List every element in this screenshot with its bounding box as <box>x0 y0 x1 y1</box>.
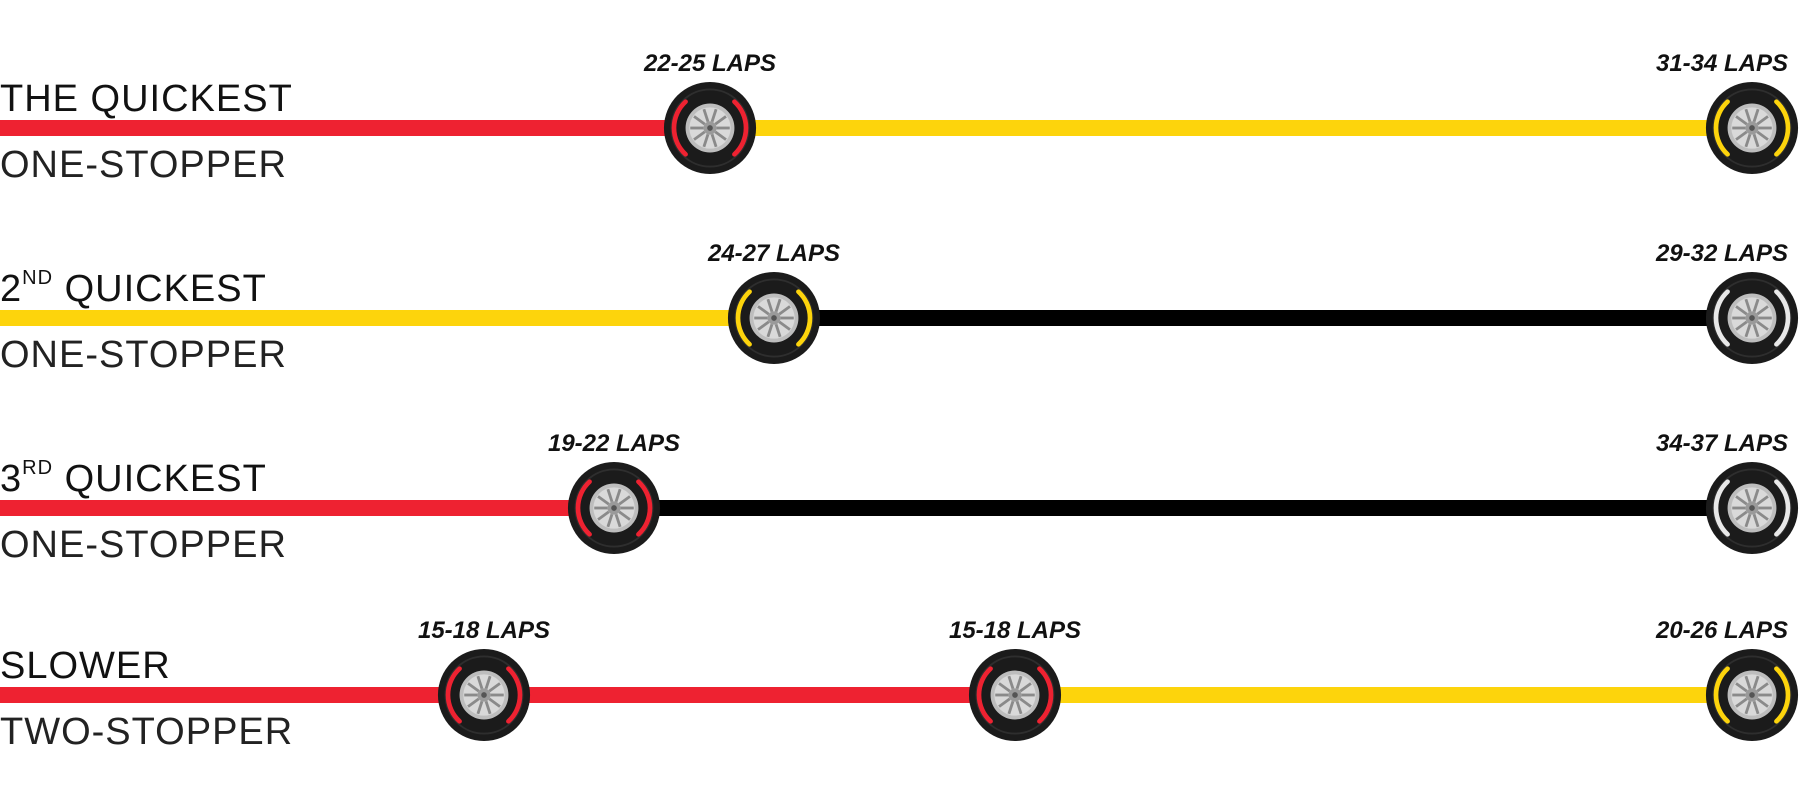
stint-bar-soft <box>0 120 710 136</box>
tyre-soft-icon <box>567 461 661 555</box>
stint-laps-label: 20-26 LAPS <box>1655 617 1789 644</box>
strategy-title: 3RD QUICKEST <box>0 457 267 500</box>
stint-bar-hard <box>614 500 1752 516</box>
stint-bar-soft <box>484 687 1015 703</box>
strategy-subtitle: ONE-STOPPER <box>0 334 287 376</box>
stint-laps-label: 22-25 LAPS <box>643 50 777 77</box>
stint-laps-label: 29-32 LAPS <box>1655 240 1789 267</box>
strategy-subtitle: TWO-STOPPER <box>0 711 294 753</box>
stint-bar-soft <box>0 500 614 516</box>
strategy-row: SLOWER TWO-STOPPER 15-18 LAPS 15-18 LAPS 20-… <box>0 607 1800 777</box>
stint-laps-label: 24-27 LAPS <box>707 240 841 267</box>
strategy-row: THE QUICKEST ONE-STOPPER 22-25 LAPS 31-34 L… <box>0 40 1800 210</box>
stint-laps-label: 19-22 LAPS <box>547 430 681 457</box>
tyre-soft-icon <box>437 648 531 742</box>
tyre-soft-icon <box>663 81 757 175</box>
tyre-soft-icon <box>968 648 1062 742</box>
stint-laps-label: 15-18 LAPS <box>948 617 1082 644</box>
strategy-title: 2ND QUICKEST <box>0 267 267 310</box>
stint-bar-soft <box>0 687 484 703</box>
stint-laps-label: 15-18 LAPS <box>417 617 551 644</box>
tyre-medium-icon <box>727 271 821 365</box>
stint-laps-label: 34-37 LAPS <box>1655 430 1789 457</box>
strategy-subtitle: ONE-STOPPER <box>0 144 287 186</box>
stint-bar-hard <box>774 310 1752 326</box>
stint-bar-medium <box>1015 687 1752 703</box>
strategy-subtitle: ONE-STOPPER <box>0 524 287 566</box>
strategy-title: THE QUICKEST <box>0 78 293 120</box>
strategy-row: 2ND QUICKEST ONE-STOPPER 24-27 LAPS 29-32 L… <box>0 230 1800 400</box>
strategy-row: 3RD QUICKEST ONE-STOPPER 19-22 LAPS 34-37 L… <box>0 420 1800 590</box>
tyre-hard-icon <box>1705 271 1799 365</box>
stint-laps-label: 31-34 LAPS <box>1655 50 1789 77</box>
stint-bar-medium <box>710 120 1752 136</box>
stint-bar-medium <box>0 310 774 326</box>
tyre-medium-icon <box>1705 648 1799 742</box>
strategy-title: SLOWER <box>0 645 171 687</box>
tyre-hard-icon <box>1705 461 1799 555</box>
tyre-medium-icon <box>1705 81 1799 175</box>
